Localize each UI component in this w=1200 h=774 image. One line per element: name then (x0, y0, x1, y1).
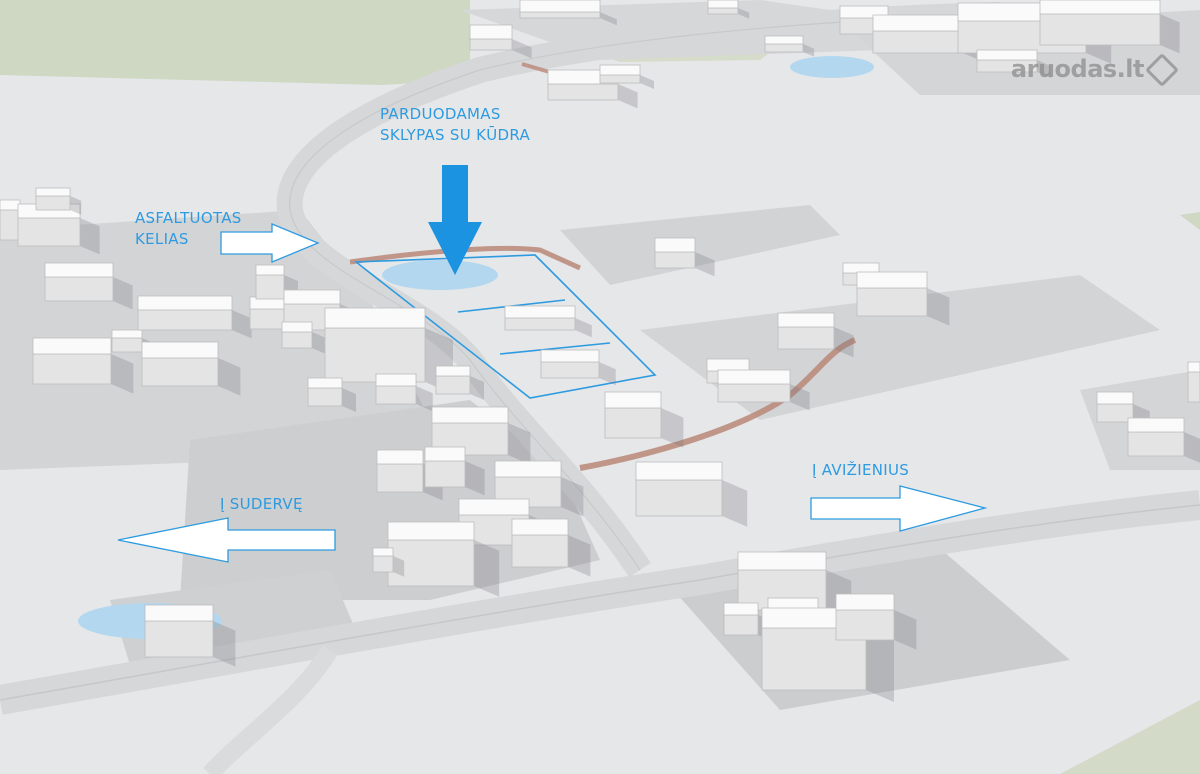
dirt-path (579, 337, 857, 471)
building (372, 547, 405, 577)
building (1127, 417, 1200, 463)
building (1039, 0, 1180, 54)
building (44, 262, 133, 310)
arrow-right-icon (220, 223, 320, 263)
building (307, 377, 356, 412)
to-avizienius-label: Į AVIŽIENIUS (812, 461, 910, 479)
grass-area (0, 0, 470, 85)
pond (790, 56, 874, 78)
asphalt-road-label: ASFALTUOTAS KELIAS (135, 208, 242, 250)
building (599, 64, 654, 89)
building (764, 35, 815, 57)
building (17, 203, 100, 255)
building (144, 604, 236, 667)
building (777, 312, 854, 358)
watermark-text: aruodas.lt (1010, 55, 1145, 83)
building (324, 307, 453, 394)
plot-for-sale-label: PARDUODAMAS SKLYPAS SU KŪDRA (380, 104, 530, 146)
building (976, 49, 1051, 78)
house-icon (1145, 53, 1179, 87)
to-sudervė-label: Į SUDERVĘ (220, 495, 303, 513)
building (635, 461, 748, 527)
building (1187, 361, 1200, 403)
building (504, 305, 592, 338)
asphalt-road-edge (289, 14, 1001, 571)
main-road-edge (0, 504, 1200, 701)
building (424, 446, 485, 496)
buildings (0, 0, 1200, 702)
building (707, 0, 750, 19)
building (856, 271, 950, 326)
pond-on-plot (382, 260, 498, 290)
building (511, 518, 591, 577)
building (835, 593, 917, 650)
building (387, 521, 500, 597)
building (604, 391, 684, 448)
building (469, 24, 532, 59)
building (375, 373, 433, 412)
building (540, 349, 616, 386)
grass-area (1060, 700, 1200, 774)
building (137, 295, 252, 339)
arrow-left-icon (117, 517, 336, 563)
building (519, 0, 617, 26)
grass-area (1180, 212, 1200, 230)
arrow-down-icon (428, 165, 482, 275)
building (141, 341, 241, 396)
plot-label-line1: PARDUODAMAS (380, 105, 501, 123)
watermark: aruodas.lt (1010, 53, 1179, 87)
side-road (203, 645, 338, 774)
plot-label-line2: SKLYPAS SU KŪDRA (380, 126, 531, 144)
building (281, 321, 326, 354)
building (654, 237, 715, 277)
building (35, 187, 82, 215)
settlement-zone (560, 205, 840, 285)
road-label-line2: KELIAS (135, 230, 189, 248)
building (32, 337, 134, 394)
building (435, 365, 484, 400)
road-label-line1: ASFALTUOTAS (135, 209, 242, 227)
building (717, 369, 810, 411)
arrow-right-icon (810, 485, 988, 532)
